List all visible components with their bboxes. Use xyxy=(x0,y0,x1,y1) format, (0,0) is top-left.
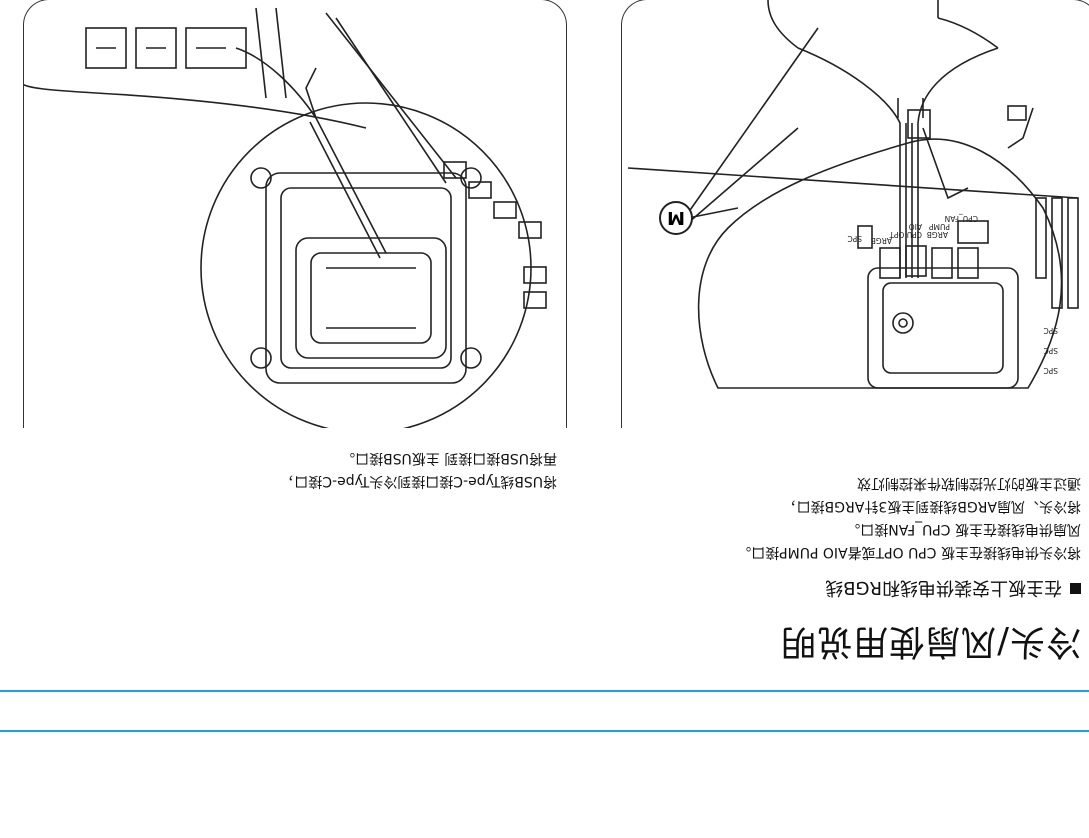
instructions-right: 将USB线Type-C接口接到冷头Type-C接口， 再将USB接口接到 主板U… xyxy=(280,446,557,492)
header-label: SPC xyxy=(847,234,862,243)
header-rule-bottom xyxy=(0,690,1089,692)
header-label: SPC xyxy=(1043,326,1058,335)
section-heading: 在主板上安装供电线和RGB线 xyxy=(825,576,1081,602)
bullet-square-icon xyxy=(1070,583,1081,595)
header-label: AIO xyxy=(909,222,922,231)
diagram-panel-wiring: M CPU_FAN ARGB PUMP AIO CPU OPT ARGB SPC… xyxy=(621,0,1089,428)
section-heading-text: 在主板上安装供电线和RGB线 xyxy=(825,577,1062,598)
instruction-line: 将冷头、风扇ARGB线接到主板3针ARGB接口， xyxy=(782,498,1081,514)
callout-label-m: M xyxy=(667,207,685,228)
usb-illustration xyxy=(24,7,547,428)
wiring-illustration: M CPU_FAN ARGB PUMP AIO CPU OPT ARGB SPC… xyxy=(627,0,1079,389)
header-label: PUMP xyxy=(929,222,950,231)
header-label: CPU_FAN xyxy=(945,214,978,223)
header-label: CPU OPT xyxy=(889,230,922,239)
page-title: 冷头/风扇使用说明 xyxy=(780,621,1081,661)
instructions-left: 将冷头供电线接在主板 CPU OPT或者AIO PUMP接口。 风扇供电线接在主… xyxy=(737,471,1081,563)
header-label: SPC xyxy=(1043,366,1058,375)
header-rule-top xyxy=(0,730,1089,732)
header-label: ARGB xyxy=(871,236,892,245)
header-label: ARGB xyxy=(927,230,948,239)
instruction-line: 将冷头供电线接在主板 CPU OPT或者AIO PUMP接口。 xyxy=(737,544,1081,560)
header-label: SPC xyxy=(1043,346,1058,355)
instruction-line: 再将USB接口接到 主板USB接口。 xyxy=(341,450,557,466)
instruction-line: 将USB线Type-C接口接到冷头Type-C接口， xyxy=(280,473,557,489)
diagram-panel-usb xyxy=(23,0,567,428)
instruction-line: 风扇供电线接在主板 CPU_FAN接口。 xyxy=(846,521,1081,537)
instruction-line: 通过主板的灯光控制软件来控制灯效 xyxy=(857,475,1081,491)
